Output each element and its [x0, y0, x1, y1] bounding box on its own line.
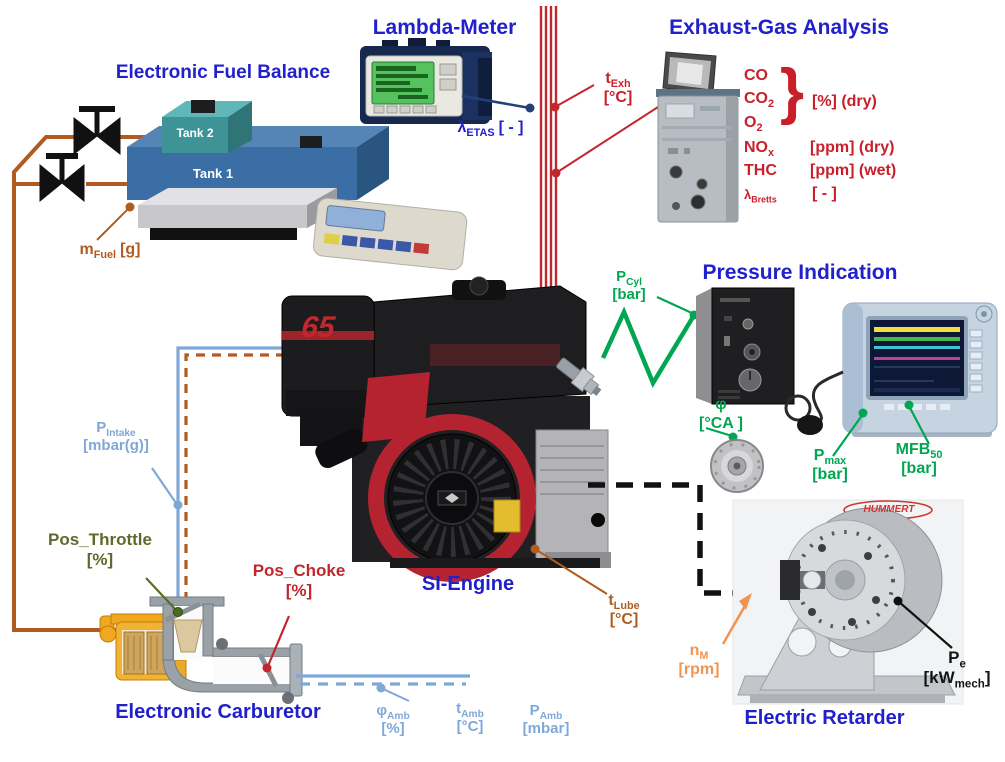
label-mfb50: MFB50[bar] [895, 441, 943, 477]
fuel-valve-icon [73, 106, 121, 156]
brace-glyph: } [779, 57, 805, 126]
charge-amplifier-device [696, 287, 795, 405]
p-max-leader [832, 408, 868, 457]
pos-choke-leader [262, 615, 291, 673]
fuel-valve-icon [39, 153, 85, 203]
retarder-brand-logo: HUMMERT [863, 504, 915, 515]
title-lambda-meter: Lambda-Meter [372, 16, 517, 39]
lambda-etas-leader [461, 94, 535, 113]
m-fuel-leader [96, 202, 135, 241]
label-braced-unit: [%] (dry) [812, 93, 877, 110]
label-lambda-bretts-unit: [ - ] [812, 185, 837, 202]
p-e-leader [893, 596, 953, 649]
label-p-max: Pmax[bar] [812, 447, 848, 483]
label-thc-unit: [ppm] (wet) [810, 162, 897, 179]
carburetor-schematic [99, 596, 303, 704]
tank2-label: Tank 2 [176, 126, 214, 140]
electric-retarder-photo [732, 499, 964, 705]
n-m-leader [721, 593, 752, 645]
pos-throttle-leader [145, 577, 183, 617]
tank1-label: Tank 1 [192, 166, 234, 181]
label-p-e: Pe [kWmech] [923, 648, 991, 691]
lambda-meter-device [360, 38, 492, 124]
si-engine-photo [176, 276, 611, 600]
label-phi: φ[°CA ] [698, 396, 743, 432]
shaft-dashed-line [588, 482, 752, 596]
label-t-amb: tAmb[°C] [456, 700, 484, 735]
title-fuel-balance: Electronic Fuel Balance [115, 62, 331, 83]
label-o2: O2 [744, 114, 763, 135]
balance-indicator-graphic [312, 197, 468, 271]
oscilloscope-device [784, 302, 998, 437]
label-p-amb: PAmb[mbar] [522, 702, 570, 737]
title-electronic-carburetor: Electronic Carburetor [115, 701, 321, 723]
label-pos-throttle: Pos_Throttle[%] [48, 530, 152, 570]
label-p-intake: PIntake[mbar(g)] [83, 419, 149, 454]
label-t-lube: tLube[°C] [608, 592, 640, 628]
fuel-tank2-graphic [162, 100, 252, 153]
label-lambda-bretts: λBretts [744, 187, 777, 205]
label-co2: CO2 [744, 90, 775, 111]
label-p-cyl: PCyl[bar] [612, 268, 646, 303]
title-exhaust-gas-analysis: Exhaust-Gas Analysis [669, 16, 889, 39]
label-pos-choke: Pos_Choke[%] [252, 561, 346, 601]
ambient-air-lines [296, 674, 470, 702]
t-lube-leader [530, 544, 608, 595]
label-co: CO [744, 67, 768, 84]
engine-badge-65: 65 [299, 311, 337, 344]
label-phi-amb: φAmb[%] [376, 702, 410, 737]
label-n-m: nM[rpm] [678, 642, 720, 678]
label-nox-unit: [ppm] (dry) [810, 139, 895, 156]
title-si-engine: SI-Engine [421, 573, 515, 595]
p-cyl-leader [600, 296, 699, 388]
label-lambda-etas: λETAS[ - ] [457, 119, 524, 140]
p-intake-leader [151, 467, 183, 510]
exhaust-pipe-lines [539, 6, 558, 288]
label-nox: NOx [744, 139, 775, 160]
balance-platform-graphic [138, 188, 337, 240]
label-m-fuel: mFuel[g] [79, 241, 141, 262]
crank-angle-encoder [710, 439, 764, 493]
p-cyl-sensor [556, 357, 602, 396]
mfb50-leader [904, 400, 930, 445]
label-t-exh: tExh[°C] [603, 70, 633, 106]
t-exh-leader [550, 84, 659, 178]
title-pressure-indication: Pressure Indication [702, 261, 898, 284]
title-electric-retarder: Electric Retarder [744, 707, 905, 729]
exhaust-analyzer-device [656, 51, 740, 223]
label-thc: THC [744, 162, 777, 179]
